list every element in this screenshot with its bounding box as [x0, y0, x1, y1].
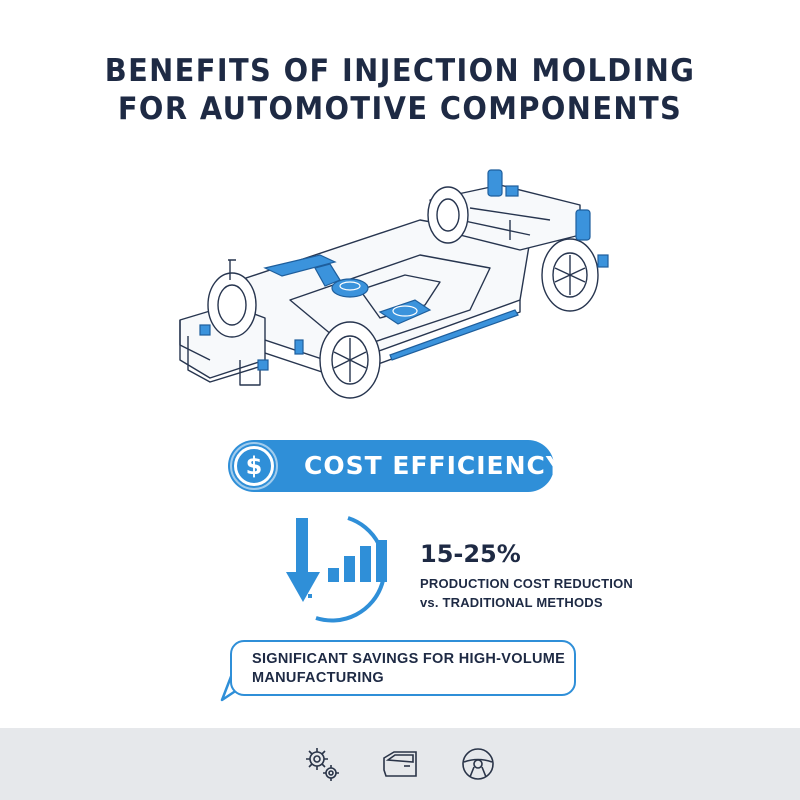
cost-reduction-icon [286, 516, 387, 623]
savings-callout: SIGNIFICANT SAVINGS FOR HIGH-VOLUME MANU… [230, 640, 576, 696]
car-door-icon[interactable] [378, 742, 422, 786]
callout-text: SIGNIFICANT SAVINGS FOR HIGH-VOLUME MANU… [252, 651, 566, 686]
gears-icon[interactable] [300, 742, 344, 786]
steering-wheel-icon[interactable] [456, 742, 500, 786]
car-chassis-illustration [179, 169, 609, 399]
dollar-icon: $ [234, 446, 274, 486]
page-title: BENEFITS OF INJECTION MOLDING FOR AUTOMO… [28, 52, 772, 128]
badge-label: COST EFFICIENCY [304, 451, 565, 480]
metric-description-line-1: PRODUCTION COST REDUCTION [420, 576, 633, 591]
cost-efficiency-badge: $ COST EFFICIENCY [228, 440, 564, 492]
dollar-icon-ring [230, 442, 278, 490]
footer-bar [0, 728, 800, 800]
title-line-1: BENEFITS OF INJECTION MOLDING [104, 53, 696, 89]
metric-description-line-2: vs. TRADITIONAL METHODS [420, 595, 603, 610]
metric-value: 15-25% [420, 540, 521, 568]
title-line-2: FOR AUTOMOTIVE COMPONENTS [117, 91, 683, 127]
